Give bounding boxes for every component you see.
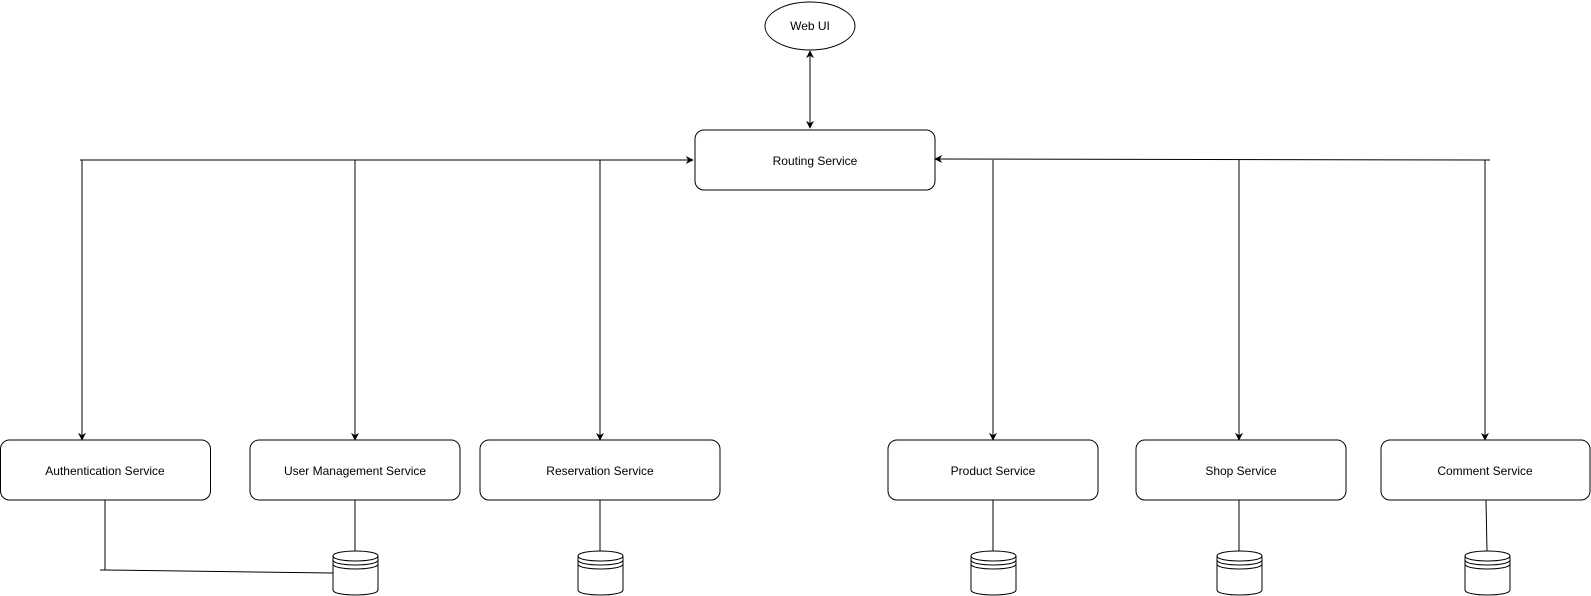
node-shop-service[interactable]: Shop Service xyxy=(1135,439,1347,501)
database-reservation-icon[interactable] xyxy=(577,550,624,596)
edge-authentication-db xyxy=(104,500,334,574)
database-user-management-icon[interactable] xyxy=(332,550,379,596)
node-authentication-service-label: Authentication Service xyxy=(45,464,165,478)
node-product-service[interactable]: Product Service xyxy=(887,439,1099,501)
nodes: Web UI Routing Service Authentication Se… xyxy=(0,1,1591,501)
database-shop-icon[interactable] xyxy=(1216,550,1263,596)
node-authentication-service[interactable]: Authentication Service xyxy=(0,439,211,501)
edges xyxy=(78,50,1491,574)
node-reservation-service-label: Reservation Service xyxy=(546,464,654,478)
edge-comment-db xyxy=(1485,499,1488,552)
node-shop-service-label: Shop Service xyxy=(1205,464,1277,478)
node-comment-service-label: Comment Service xyxy=(1437,464,1533,478)
databases xyxy=(332,550,1511,596)
edge-right-bus xyxy=(934,155,1491,164)
node-user-management-service[interactable]: User Management Service xyxy=(249,439,461,501)
node-user-management-service-label: User Management Service xyxy=(284,464,426,478)
database-product-icon[interactable] xyxy=(970,550,1017,596)
node-product-service-label: Product Service xyxy=(951,464,1036,478)
node-comment-service[interactable]: Comment Service xyxy=(1380,439,1591,501)
node-reservation-service[interactable]: Reservation Service xyxy=(479,439,721,501)
node-web-ui-label: Web UI xyxy=(790,19,830,33)
node-routing-service[interactable]: Routing Service xyxy=(694,129,936,191)
node-routing-service-label: Routing Service xyxy=(773,154,858,168)
node-web-ui[interactable]: Web UI xyxy=(764,1,856,51)
database-comment-icon[interactable] xyxy=(1464,550,1511,596)
